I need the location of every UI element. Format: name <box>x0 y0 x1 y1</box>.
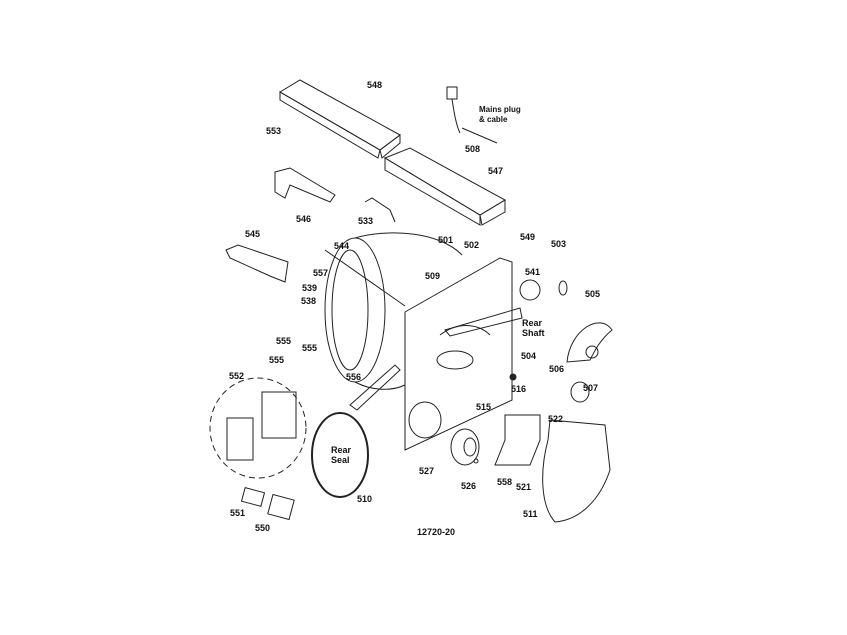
callout-522: 522 <box>548 414 564 424</box>
callout-502: 502 <box>464 240 480 250</box>
callout-558: 558 <box>497 477 513 487</box>
callout-546: 546 <box>296 214 312 224</box>
duct-522-part <box>494 414 541 466</box>
callout-526: 526 <box>461 481 477 491</box>
callout-547: 547 <box>488 166 504 176</box>
fan-wheel-527-part <box>450 428 480 466</box>
pulley-503-part <box>558 280 568 296</box>
callout-556: 556 <box>346 372 362 382</box>
callout-553: 553 <box>266 126 282 136</box>
mains-plug-part <box>446 86 498 144</box>
note-line: Rear <box>331 445 352 455</box>
rear-seal-arrow <box>349 364 401 411</box>
callout-557: 557 <box>313 268 329 278</box>
note-line: Seal <box>331 455 350 465</box>
callout-555-b: 555 <box>302 343 318 353</box>
callout-549: 549 <box>520 232 536 242</box>
washer-526-part <box>473 458 479 464</box>
callout-515: 515 <box>476 402 492 412</box>
note-line: Shaft <box>522 328 545 338</box>
callout-507: 507 <box>583 383 599 393</box>
callout-510: 510 <box>357 494 373 504</box>
callout-508: 508 <box>465 144 481 154</box>
bracket-545-part <box>225 244 289 283</box>
note-line: Mains plug <box>479 105 521 114</box>
callout-545: 545 <box>245 229 261 239</box>
bracket-533-part <box>364 197 396 223</box>
callout-538: 538 <box>301 296 317 306</box>
callout-544: 544 <box>334 241 350 251</box>
callout-503: 503 <box>551 239 567 249</box>
note-line: Rear <box>522 318 543 328</box>
pcb-group-552 <box>209 377 307 479</box>
hub-541-part <box>519 279 541 301</box>
callout-511: 511 <box>523 509 538 519</box>
rear-shaft-arrow <box>444 307 523 337</box>
callout-541: 541 <box>525 267 541 277</box>
callout-548: 548 <box>367 80 383 90</box>
callout-551: 551 <box>230 508 246 518</box>
cover-511-part <box>542 419 611 523</box>
callout-509: 509 <box>425 271 441 281</box>
rear-shaft-note: Rear Shaft <box>522 318 545 338</box>
callout-555-c: 555 <box>269 355 285 365</box>
callout-555-a: 555 <box>276 336 292 346</box>
callout-521: 521 <box>516 482 532 492</box>
callout-552: 552 <box>229 371 245 381</box>
callout-506: 506 <box>549 364 565 374</box>
drum-part <box>324 232 463 390</box>
callout-504: 504 <box>521 351 537 361</box>
part-550 <box>267 493 295 521</box>
callout-505: 505 <box>585 289 601 299</box>
rear-seal-note: Rear Seal <box>331 445 351 465</box>
callout-533: 533 <box>358 216 374 226</box>
callout-501: 501 <box>438 235 454 245</box>
callout-527: 527 <box>419 466 435 476</box>
mains-plug-note: Mains plug & cable <box>479 105 521 125</box>
note-line: & cable <box>479 115 508 124</box>
rear-seal-part <box>311 412 369 498</box>
condenser-box-part <box>383 147 507 226</box>
part-551 <box>240 487 266 507</box>
callout-539: 539 <box>302 283 318 293</box>
callout-550: 550 <box>255 523 271 533</box>
control-panel-part <box>279 79 401 159</box>
figure-id: 12720-20 <box>417 527 456 537</box>
rail-557-part <box>324 249 406 307</box>
rear-panel-part <box>404 257 513 451</box>
bracket-546-part <box>274 167 336 203</box>
callout-516: 516 <box>511 384 527 394</box>
fan-507-part <box>566 322 613 403</box>
nut-504-part <box>509 373 517 381</box>
